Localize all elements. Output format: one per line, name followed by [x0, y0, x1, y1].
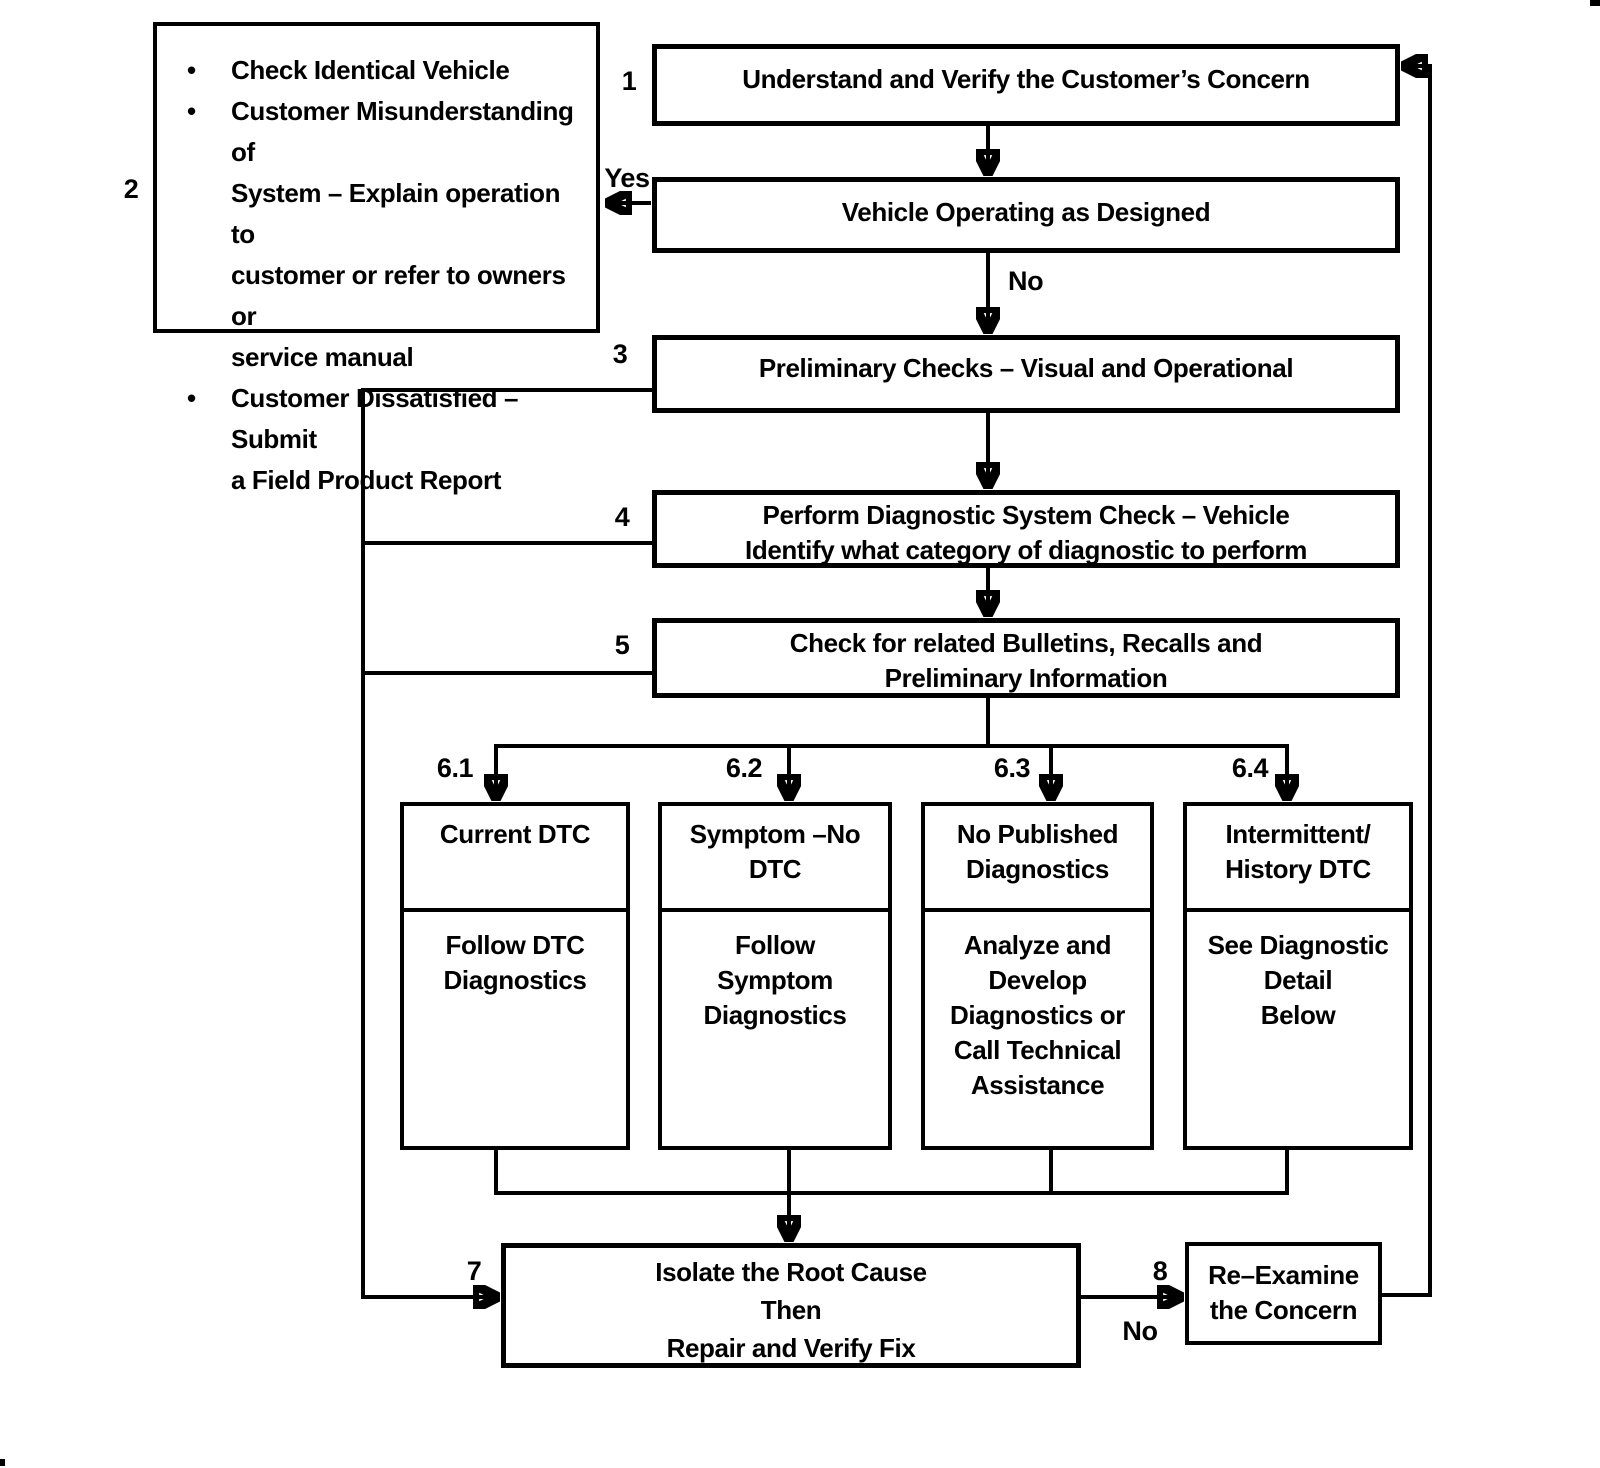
bullet-text: Check Identical Vehicle: [231, 55, 510, 85]
step-number-6-3: 6.3: [993, 753, 1031, 783]
step-number-6-4: 6.4: [1231, 753, 1269, 783]
bullet-item: • Customer Misunderstanding of System – …: [179, 91, 582, 378]
edge-label-yes: Yes: [604, 163, 650, 193]
node-text: Vehicle Operating as Designed: [841, 197, 1211, 227]
node-isolate-root-cause: Isolate the Root Cause Then Repair and V…: [501, 1243, 1081, 1368]
bullet-icon: •: [187, 96, 196, 126]
node-check-bulletins: Check for related Bulletins, Recalls and…: [652, 618, 1400, 698]
edge-label-no-fixed: No: [1122, 1316, 1158, 1346]
branch-header: Intermittent/ History DTC: [1187, 806, 1409, 912]
edge-label-no-operating: No: [1008, 266, 1044, 296]
step-number-2: 2: [123, 174, 139, 204]
step-number-7: 7: [466, 1256, 482, 1286]
node-no-published-diagnostics: No Published Diagnostics Analyze and Dev…: [921, 802, 1154, 1150]
branch-body: Follow Symptom Diagnostics: [703, 930, 847, 1030]
step-number-5: 5: [614, 630, 630, 660]
branch-header: No Published Diagnostics: [925, 806, 1150, 912]
node-understand-concern: Understand and Verify the Customer’s Con…: [652, 44, 1400, 126]
bullet-text: Customer Dissatisfied – Submit a Field P…: [231, 383, 519, 495]
node-vehicle-operating-as-designed: Vehicle Operating as Designed: [652, 177, 1400, 253]
node-customer-notes: • Check Identical Vehicle • Customer Mis…: [153, 22, 600, 495]
node-text: Understand and Verify the Customer’s Con…: [742, 64, 1310, 94]
bullet-text: Customer Misunderstanding of System – Ex…: [231, 96, 574, 372]
node-text: Check for related Bulletins, Recalls and…: [789, 628, 1263, 693]
bullet-icon: •: [187, 383, 196, 413]
node-text: Isolate the Root Cause Then Repair and V…: [655, 1257, 927, 1363]
scan-artifact-top-right: [1590, 0, 1600, 6]
step-number-6-2: 6.2: [725, 753, 763, 783]
step-number-1: 1: [621, 66, 637, 96]
branch-body: Follow DTC Diagnostics: [443, 930, 587, 995]
branch-header: Current DTC: [404, 806, 626, 912]
node-text: Preliminary Checks – Visual and Operatio…: [758, 353, 1294, 383]
step-number-8: 8: [1152, 1256, 1168, 1286]
branch-header: Symptom –No DTC: [662, 806, 888, 912]
node-text: Re–Examine the Concern: [1208, 1260, 1359, 1325]
step-number-6-1: 6.1: [436, 753, 474, 783]
branch-body: Analyze and Develop Diagnostics or Call …: [950, 930, 1125, 1100]
scan-artifact-bottom-left: [0, 1459, 5, 1466]
bullet-item: • Customer Dissatisfied – Submit a Field…: [179, 378, 582, 501]
bullet-item: • Check Identical Vehicle: [179, 50, 582, 91]
step-number-3: 3: [612, 339, 628, 369]
step-number-4: 4: [614, 502, 630, 532]
node-text: Perform Diagnostic System Check – Vehicl…: [745, 500, 1307, 565]
node-current-dtc: Current DTC Follow DTC Diagnostics: [400, 802, 630, 1150]
branch-body: See Diagnostic Detail Below: [1207, 930, 1389, 1030]
node-symptom-no-dtc: Symptom –No DTC Follow Symptom Diagnosti…: [658, 802, 892, 1150]
node-diagnostic-system-check: Perform Diagnostic System Check – Vehicl…: [652, 490, 1400, 568]
node-preliminary-checks: Preliminary Checks – Visual and Operatio…: [652, 335, 1400, 413]
node-reexamine-concern: Re–Examine the Concern: [1185, 1242, 1382, 1345]
node-intermittent-history-dtc: Intermittent/ History DTC See Diagnostic…: [1183, 802, 1413, 1150]
bullet-icon: •: [187, 55, 196, 85]
